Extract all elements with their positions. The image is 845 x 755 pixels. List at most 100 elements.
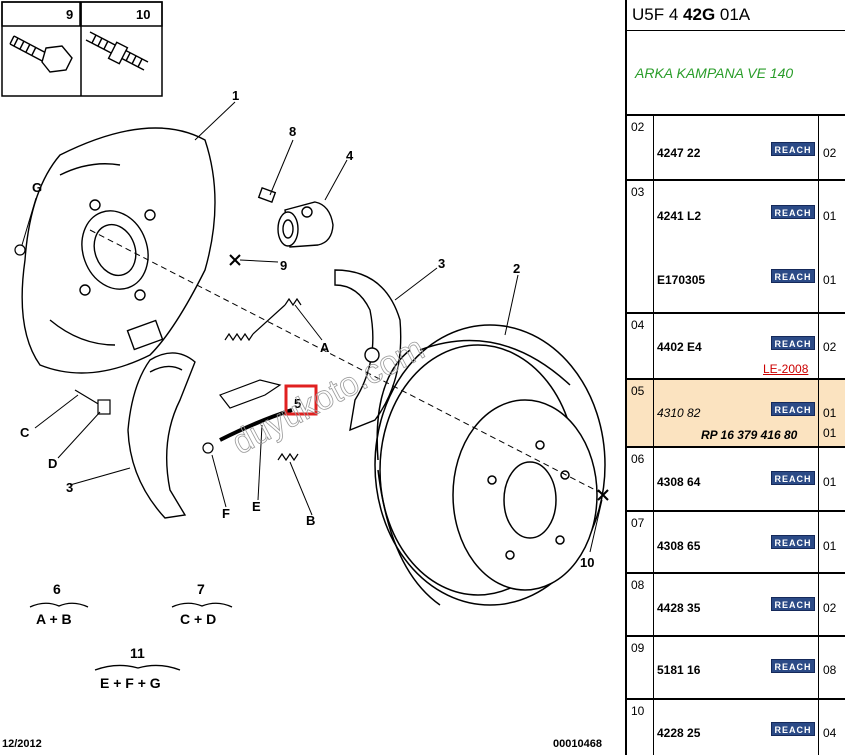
callout-2: 2 <box>513 261 520 276</box>
highlight-box <box>284 384 318 416</box>
replacement-quantity: 01 <box>823 426 837 440</box>
callout-g: G <box>32 180 42 195</box>
callout-f: F <box>222 506 230 521</box>
part-quantity: 08 <box>823 663 837 677</box>
part-reference[interactable]: E170305 <box>657 273 706 287</box>
callout-3-left: 3 <box>66 480 73 495</box>
bolt-9-icon <box>9 35 73 73</box>
parts-row-09[interactable]: 09 5181 16 REACH 08 <box>627 637 845 700</box>
brake-shoe-left <box>127 352 196 519</box>
callout-b: B <box>306 513 315 528</box>
part-reference[interactable]: 5181 16 <box>657 663 701 677</box>
part-reference[interactable]: 4308 64 <box>657 475 701 489</box>
parts-reference-panel: U5F 4 42G 01A ARKA KAMPANA VE 140 02 424… <box>625 0 845 755</box>
inset-label-10: 10 <box>136 7 150 22</box>
reach-badge: REACH <box>771 402 815 416</box>
part-quantity: 01 <box>823 209 837 223</box>
kit-11-number: 11 <box>130 645 145 661</box>
callout-5: 5 <box>294 396 301 411</box>
parts-row-03[interactable]: 03 4241 L2 REACH 01 E170305 REACH 01 <box>627 181 845 314</box>
panel-title-box: ARKA KAMPANA VE 140 <box>627 31 845 116</box>
callout-d: D <box>48 456 57 471</box>
callout-4: 4 <box>346 148 354 163</box>
diagram-canvas: 9 10 <box>1 1 609 750</box>
inset-box: 9 10 <box>1 1 163 97</box>
brake-drum <box>374 324 606 606</box>
part-quantity: 04 <box>823 726 837 740</box>
reach-badge: REACH <box>771 597 815 611</box>
model-suffix: 01A <box>715 5 751 24</box>
parts-row-05-selected[interactable]: 05 4310 82 REACH 01 RP 16 379 416 80 01 <box>627 380 845 448</box>
kit-6-number: 6 <box>53 581 61 597</box>
part-quantity: 01 <box>823 475 837 489</box>
inset-label-9: 9 <box>66 7 73 22</box>
model-header: U5F 4 42G 01A <box>627 0 845 31</box>
callout-9: 9 <box>280 258 287 273</box>
exploded-parts-diagram: 9 10 <box>1 1 609 750</box>
row-position: 07 <box>631 516 645 530</box>
kit-group-7: 7 C + D <box>171 581 233 627</box>
part-reference[interactable]: 4241 L2 <box>657 209 702 223</box>
stud-10-icon <box>85 31 149 71</box>
part-quantity: 01 <box>823 539 837 553</box>
part-quantity: 02 <box>823 601 837 615</box>
parts-row-02[interactable]: 02 4247 22 REACH 02 <box>627 116 845 181</box>
reach-badge: REACH <box>771 205 815 219</box>
springs <box>14 244 302 462</box>
part-quantity: 02 <box>823 340 837 354</box>
callout-a: A <box>320 340 330 355</box>
reach-badge: REACH <box>771 142 815 156</box>
footer-date: 12/2012 <box>2 738 42 750</box>
footer-code: 00010468 <box>553 738 602 750</box>
parts-row-06[interactable]: 06 4308 64 REACH 01 <box>627 448 845 512</box>
callout-c: C <box>20 425 30 440</box>
part-quantity: 01 <box>823 273 837 287</box>
parts-row-07[interactable]: 07 4308 65 REACH 01 <box>627 512 845 574</box>
part-reference[interactable]: 4228 25 <box>657 726 701 740</box>
panel-title: ARKA KAMPANA VE 140 <box>635 65 794 81</box>
row-position: 04 <box>631 318 645 332</box>
axis-line <box>89 229 606 496</box>
kit-group-6: 6 A + B <box>29 581 89 627</box>
reach-badge: REACH <box>771 535 815 549</box>
model-prefix: U5F 4 <box>632 5 684 24</box>
parts-row-04[interactable]: 04 4402 E4 REACH 02 LE-2008 <box>627 314 845 380</box>
part-reference[interactable]: 4402 E4 <box>657 340 702 354</box>
callout-10: 10 <box>580 555 594 570</box>
reach-badge: REACH <box>771 269 815 283</box>
reach-badge: REACH <box>771 722 815 736</box>
model-code-bold: 42G <box>683 5 716 24</box>
kit-group-11: 11 E + F + G <box>94 645 181 691</box>
kit-7-formula: C + D <box>180 611 216 627</box>
part-reference[interactable]: 4310 82 <box>657 406 701 420</box>
part-reference[interactable]: 4308 65 <box>657 539 701 553</box>
kit-6-formula: A + B <box>36 611 72 627</box>
part-quantity: 02 <box>823 146 837 160</box>
parts-row-10[interactable]: 10 4228 25 REACH 04 <box>627 700 845 755</box>
replacement-part-number[interactable]: RP 16 379 416 80 <box>701 428 798 442</box>
backing-plate <box>21 127 216 374</box>
row-position: 06 <box>631 452 645 466</box>
kit-11-formula: E + F + G <box>100 675 161 691</box>
reach-badge: REACH <box>771 336 815 350</box>
reach-badge: REACH <box>771 659 815 673</box>
parts-row-08[interactable]: 08 4428 35 REACH 02 <box>627 574 845 637</box>
callout-e: E <box>252 499 261 514</box>
part-reference[interactable]: 4428 35 <box>657 601 701 615</box>
row-position: 10 <box>631 704 645 718</box>
wheel-cylinder <box>257 187 334 248</box>
callout-1: 1 <box>232 88 239 103</box>
kit-7-number: 7 <box>197 581 205 597</box>
callout-3-right: 3 <box>438 256 445 271</box>
part-reference[interactable]: 4247 22 <box>657 146 701 160</box>
reach-badge: REACH <box>771 471 815 485</box>
row-position: 02 <box>631 120 645 134</box>
callout-8: 8 <box>289 124 296 139</box>
row-position: 03 <box>631 185 645 199</box>
cross-markers <box>229 254 609 501</box>
row-position: 08 <box>631 578 645 592</box>
part-quantity: 01 <box>823 406 837 420</box>
applicability-note-link[interactable]: LE-2008 <box>763 362 809 376</box>
row-position: 09 <box>631 641 645 655</box>
leader-lines <box>21 101 603 553</box>
